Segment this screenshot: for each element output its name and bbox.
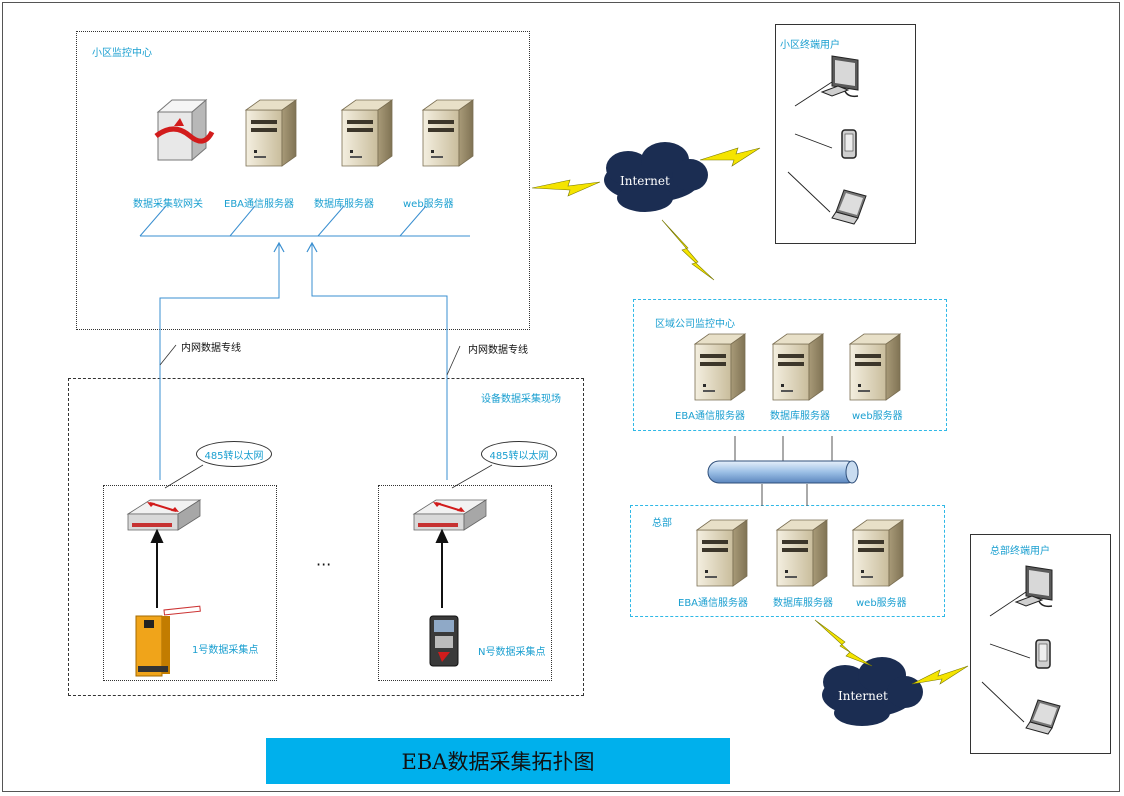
collection-point-label: N号数据采集点: [478, 647, 546, 658]
server-label: EBA通信服务器: [224, 199, 295, 210]
field-site-box: [68, 378, 584, 696]
server-label: EBA通信服务器: [678, 598, 749, 609]
server-label: 数据库服务器: [314, 199, 374, 210]
converter-callout: 485转以太网: [196, 441, 272, 467]
phone-icon: [1035, 639, 1051, 669]
server-label: EBA通信服务器: [675, 411, 746, 422]
laptop-icon: [831, 189, 867, 225]
server-label: 数据库服务器: [773, 598, 833, 609]
internet-cloud-label: Internet: [620, 174, 670, 188]
internet-cloud-label: Internet: [838, 689, 888, 703]
phone-icon: [841, 129, 857, 159]
intranet-line-label: 内网数据专线: [181, 343, 241, 354]
diagram-title: EBA数据采集拓扑图: [266, 738, 730, 784]
server-label: 数据库服务器: [770, 411, 830, 422]
field-site-label: 设备数据采集现场: [481, 394, 561, 405]
headquarters-label: 总部: [652, 518, 672, 529]
headquarters-box: [630, 505, 945, 617]
server-label: web服务器: [856, 598, 907, 609]
collection-point-label: 1号数据采集点: [192, 645, 259, 656]
point-n-box: [378, 485, 552, 681]
regional-center-label: 区域公司监控中心: [655, 319, 735, 330]
desktop-icon: [1015, 565, 1053, 608]
community-center-label: 小区监控中心: [92, 48, 152, 59]
laptop-icon: [1025, 699, 1061, 735]
server-label: 数据采集软网关: [133, 199, 203, 210]
community-center-box: [76, 31, 530, 330]
converter-callout: 485转以太网: [481, 441, 557, 467]
community-users-box: [775, 24, 916, 244]
point-1-box: [103, 485, 277, 681]
community-users-label: 小区终端用户: [780, 40, 840, 51]
desktop-icon: [821, 55, 859, 98]
server-label: web服务器: [852, 411, 903, 422]
regional-center-box: [633, 299, 947, 431]
server-label: web服务器: [403, 199, 454, 210]
hq-users-box: [970, 534, 1111, 754]
intranet-line-label: 内网数据专线: [468, 345, 528, 356]
hq-users-label: 总部终端用户: [990, 546, 1050, 557]
ellipsis: ···: [316, 555, 332, 574]
